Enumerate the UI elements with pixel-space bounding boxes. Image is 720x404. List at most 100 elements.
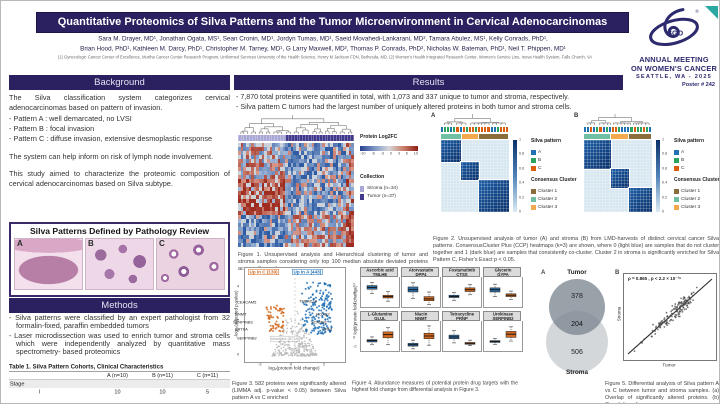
colorbar-tick: 0.8 bbox=[519, 151, 525, 156]
background-intro: The Silva classification system categori… bbox=[9, 93, 230, 112]
figure1-dendrogram bbox=[240, 115, 353, 134]
methods-section-header: Methods bbox=[9, 298, 230, 313]
histology-image-a: A bbox=[14, 237, 83, 290]
silva-legend-title: Silva pattern bbox=[531, 138, 562, 144]
cluster-swatch bbox=[674, 197, 679, 202]
figure5-panel-b-label: B bbox=[615, 270, 620, 276]
figure4-boxplot bbox=[401, 321, 441, 352]
figure1-colorbar-tick: 10 bbox=[413, 151, 418, 156]
figure4-boxplot bbox=[360, 321, 400, 352]
registered-mark: ® bbox=[695, 8, 699, 14]
volcano-gene-label: NNMT bbox=[235, 312, 247, 317]
venn-overlap-count: 204 bbox=[571, 321, 583, 328]
drug-name: Niacin bbox=[414, 311, 428, 317]
figure4-boxplot bbox=[442, 277, 482, 308]
gene-name: GYPA bbox=[497, 271, 509, 277]
colorbar-tick: 0.6 bbox=[519, 165, 525, 171]
background-section-header: Background bbox=[9, 75, 230, 90]
cluster-legend-item: Cluster 2 bbox=[531, 196, 577, 204]
figure1-colorbar-tick: -6 bbox=[371, 151, 375, 156]
silva-item-label: A bbox=[681, 149, 685, 155]
colorbar-tick: 0.4 bbox=[662, 180, 668, 185]
colorbar-tick: 0.6 bbox=[662, 165, 668, 171]
correlation-annotation: ρ = 0.865 , p < 2.2 × 10⁻¹⁶ bbox=[628, 276, 682, 281]
logo-meeting-line: ANNUAL MEETING bbox=[639, 55, 709, 64]
collection-item-label: Tumor (n=37) bbox=[367, 193, 397, 199]
table1-column-header: A (n=10) bbox=[94, 371, 140, 380]
consensus-matrix bbox=[584, 140, 652, 212]
results-section-header: Results bbox=[234, 75, 623, 90]
figure4-y-tick: -2 bbox=[353, 300, 357, 305]
volcano-y-tick: 2 bbox=[237, 318, 240, 323]
methods-bullet-list: - Silva patterns were classified by an e… bbox=[9, 313, 230, 357]
figure1-colorbar-tick: -10 bbox=[360, 151, 366, 156]
figure1-collection-annotation-bar bbox=[238, 135, 354, 141]
volcano-x-tick: 2 bbox=[323, 362, 326, 367]
table1-cell bbox=[185, 380, 230, 388]
methods-text: - Silva patterns were classified by an e… bbox=[9, 313, 230, 358]
table1-caption: Table 1. Silva Pattern Cohorts, Clinical… bbox=[9, 363, 164, 370]
consensus-cluster-annotation-row bbox=[584, 133, 652, 139]
histology-image-c: C bbox=[156, 237, 225, 290]
cluster-legend-title: Consensus Cluster bbox=[674, 177, 720, 183]
methods-bullet: - Laser microdissection was used to enri… bbox=[9, 331, 230, 357]
volcano-gene-label: SERPINB3 bbox=[233, 320, 253, 325]
figure1-scale-title: Protein Log2FC bbox=[360, 134, 398, 140]
silva-swatch bbox=[531, 158, 536, 163]
figure3-x-axis-label: log₂(protein fold change) bbox=[268, 365, 320, 371]
figure5-caption: Figure 5. Differential analysis of Silva… bbox=[605, 380, 719, 404]
cluster-item-label: Cluster 2 bbox=[538, 196, 558, 202]
gene-name: PRNP bbox=[456, 315, 468, 321]
table1-cell bbox=[140, 380, 185, 388]
affiliations: (1) Gynecologic Cancer Center of Excelle… bbox=[57, 55, 593, 60]
silva-swatch bbox=[674, 158, 679, 163]
collection-swatch bbox=[360, 186, 364, 192]
cluster-item-label: Cluster 3 bbox=[681, 204, 701, 210]
cluster-legend-title: Consensus Cluster bbox=[531, 177, 577, 183]
consensus-colorbar bbox=[656, 140, 660, 212]
figure3-caption: Figure 3. 582 proteins were significantl… bbox=[232, 380, 346, 401]
figure4-y-tick: 2 bbox=[353, 325, 356, 331]
cluster-legend-item: Cluster 3 bbox=[531, 204, 577, 212]
figure5-correlation-scatter bbox=[623, 273, 717, 361]
authors-line-2: Brian Hood, PhD¹, Kathleen M. Darcy, PhD… bbox=[80, 44, 566, 52]
cluster-legend-item: Cluster 1 bbox=[674, 188, 719, 196]
drug-name: L-Glutamine bbox=[367, 311, 393, 317]
cluster-legend-item: Cluster 2 bbox=[674, 196, 719, 204]
silva-legend-item: B bbox=[531, 157, 577, 165]
figure5-panel-a-label: A bbox=[541, 270, 546, 276]
pathology-box-title: Silva Patterns Defined by Pathology Revi… bbox=[29, 225, 210, 236]
figure4-boxplot bbox=[360, 277, 400, 308]
volcano-gene-label: CPA3 bbox=[322, 327, 333, 332]
figure4-y-tick: -2 bbox=[353, 344, 357, 349]
silva-pattern-annotation-row bbox=[584, 127, 653, 132]
table1-column-header: C (n=11) bbox=[184, 371, 230, 380]
figure4-boxplot bbox=[483, 321, 523, 352]
figure4-boxplot bbox=[442, 321, 482, 352]
table1: Table 1. Silva Pattern Cohorts, Clinical… bbox=[9, 363, 230, 396]
figure3-volcano-plot bbox=[244, 267, 346, 363]
figure4-y-tick: 2 bbox=[353, 281, 356, 287]
figure1-colorbar-tick: 3 bbox=[397, 151, 400, 156]
background-bullet: - Pattern B : focal invasion bbox=[9, 124, 95, 134]
silva-item-label: B bbox=[681, 157, 685, 163]
colorbar-tick: 1 bbox=[519, 137, 522, 142]
cluster-legend-item: Cluster 3 bbox=[674, 204, 719, 212]
poster-number: Poster # 242 bbox=[682, 82, 715, 89]
cluster-swatch bbox=[674, 189, 679, 194]
volcano-gene-label: HOXB2 bbox=[316, 312, 330, 317]
figure4-boxplot bbox=[483, 277, 523, 308]
